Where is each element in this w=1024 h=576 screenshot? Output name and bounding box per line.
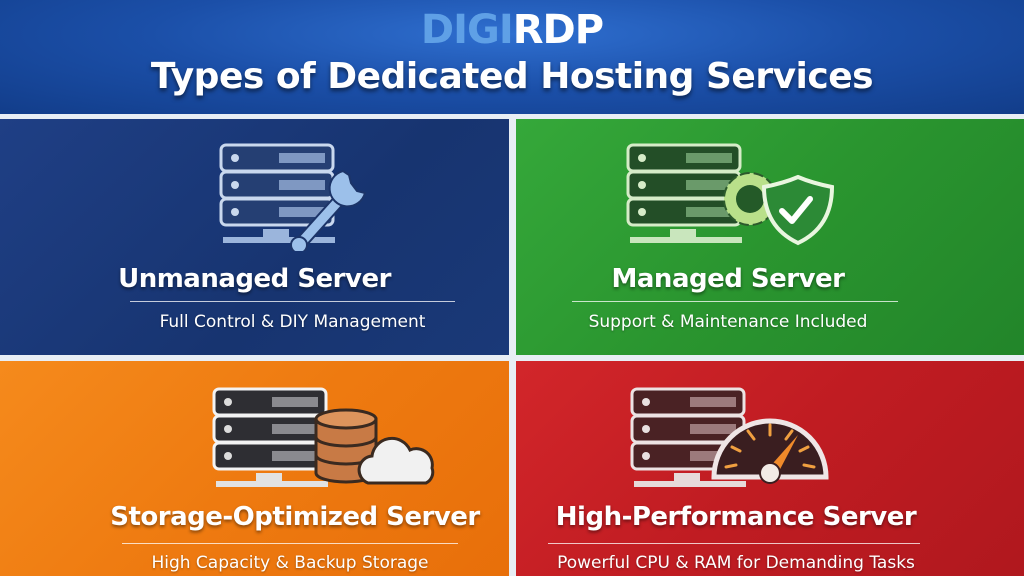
panel-subtitle: Support & Maintenance Included	[588, 312, 868, 332]
panel-title: Managed Server	[611, 264, 845, 294]
digirdp-logo: DIGIRDP	[0, 8, 1024, 52]
header-banner: DIGIRDP Types of Dedicated Hosting Servi…	[0, 0, 1024, 114]
panel-storage-optimized-server: Storage-Optimized Server High Capacity &…	[0, 361, 509, 576]
divider	[572, 301, 898, 302]
server-gear-shield-icon	[626, 143, 835, 246]
panel-title: High-Performance Server	[555, 502, 917, 532]
divider	[122, 543, 458, 544]
server-wrench-icon	[219, 143, 367, 251]
panel-unmanaged-server: Unmanaged Server Full Control & DIY Mana…	[0, 119, 509, 355]
panel-managed-server: Managed Server Support & Maintenance Inc…	[516, 119, 1024, 355]
logo-part-r: R	[512, 7, 544, 53]
logo-part-digi: DIGI	[420, 7, 514, 53]
panel-subtitle: High Capacity & Backup Storage	[151, 553, 429, 573]
server-speedometer-icon	[630, 387, 829, 487]
divider	[548, 543, 920, 544]
panel-title: Storage-Optimized Server	[110, 502, 480, 532]
server-database-cloud-icon	[212, 387, 435, 487]
panel-subtitle: Full Control & DIY Management	[159, 312, 426, 332]
divider	[130, 301, 455, 302]
panel-high-performance-server: High-Performance Server Powerful CPU & R…	[516, 361, 1024, 576]
page-title: Types of Dedicated Hosting Services	[150, 56, 874, 97]
panel-title: Unmanaged Server	[118, 264, 391, 294]
logo-part-dp: DP	[542, 7, 605, 53]
panel-subtitle: Powerful CPU & RAM for Demanding Tasks	[557, 553, 915, 573]
